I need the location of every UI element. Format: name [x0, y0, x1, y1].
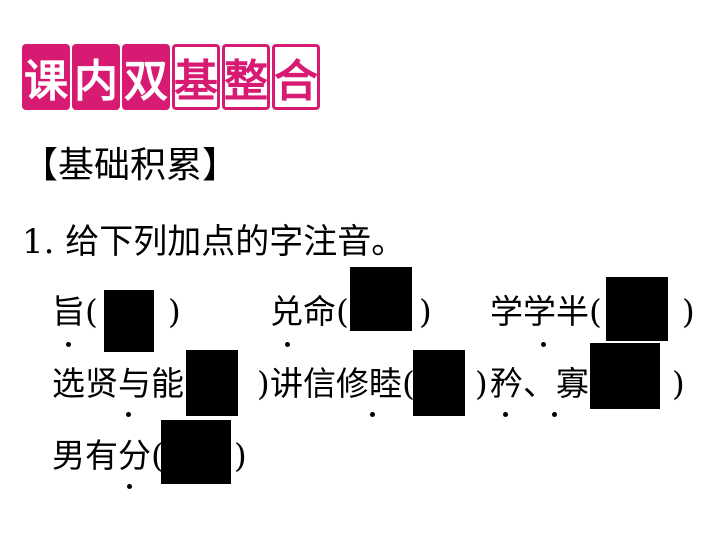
item-jinguaa: 矜、寡(): [490, 362, 685, 406]
item-zhi: 旨(): [52, 290, 181, 334]
item-text: 选贤与能: [52, 364, 184, 403]
item-nanyoufen: 男有分(): [52, 434, 247, 478]
answer-redaction: [161, 420, 231, 484]
item-jiangxinxiumu: 讲信修睦(): [270, 362, 488, 406]
open-paren: (: [589, 292, 602, 331]
item-text: 男有分: [52, 436, 151, 475]
answer-redaction: [413, 350, 465, 416]
answer-redaction: [186, 350, 238, 416]
banner-char-1: 课: [22, 44, 70, 110]
banner-char-3: 双: [122, 44, 170, 110]
close-paren: ): [233, 436, 247, 475]
emphasis-dot: [126, 412, 131, 417]
item-text: 兑命: [270, 292, 336, 331]
emphasis-dot: [370, 412, 375, 417]
open-paren: (: [336, 292, 349, 331]
open-paren: (: [85, 292, 98, 331]
answer-redaction: [350, 267, 412, 331]
banner-char-6: 合: [272, 44, 320, 110]
item-text: 矜、寡: [490, 364, 589, 403]
banner-char-2: 内: [72, 44, 120, 110]
emphasis-dot: [127, 484, 132, 489]
answer-redaction: [606, 277, 668, 341]
item-text: 旨: [52, 292, 85, 331]
banner-char-4: 基: [172, 44, 220, 110]
close-paren: ): [167, 292, 181, 331]
close-paren: ): [474, 364, 488, 403]
answer-redaction: [590, 343, 660, 409]
item-text: 讲信修睦: [270, 364, 402, 403]
emphasis-dot: [503, 412, 508, 417]
lesson-banner: 课 内 双 基 整 合: [22, 44, 322, 116]
banner-char-5: 整: [222, 44, 270, 110]
emphasis-dot: [541, 342, 546, 347]
answer-redaction: [104, 290, 154, 352]
emphasis-dot: [66, 342, 71, 347]
close-paren: ): [418, 292, 432, 331]
section-heading: 【基础积累】: [22, 145, 239, 186]
question-prompt: 1. 给下列加点的字注音。: [22, 222, 406, 262]
item-yueming: 兑命(): [270, 290, 432, 334]
close-paren: ): [256, 364, 270, 403]
item-xuexueban: 学学半(): [490, 290, 695, 334]
emphasis-dot: [285, 342, 290, 347]
emphasis-dot: [552, 412, 557, 417]
close-paren: ): [681, 292, 695, 331]
open-paren: (: [402, 364, 415, 403]
open-paren: (: [151, 436, 164, 475]
close-paren: ): [671, 364, 685, 403]
item-text: 学学半: [490, 292, 589, 331]
